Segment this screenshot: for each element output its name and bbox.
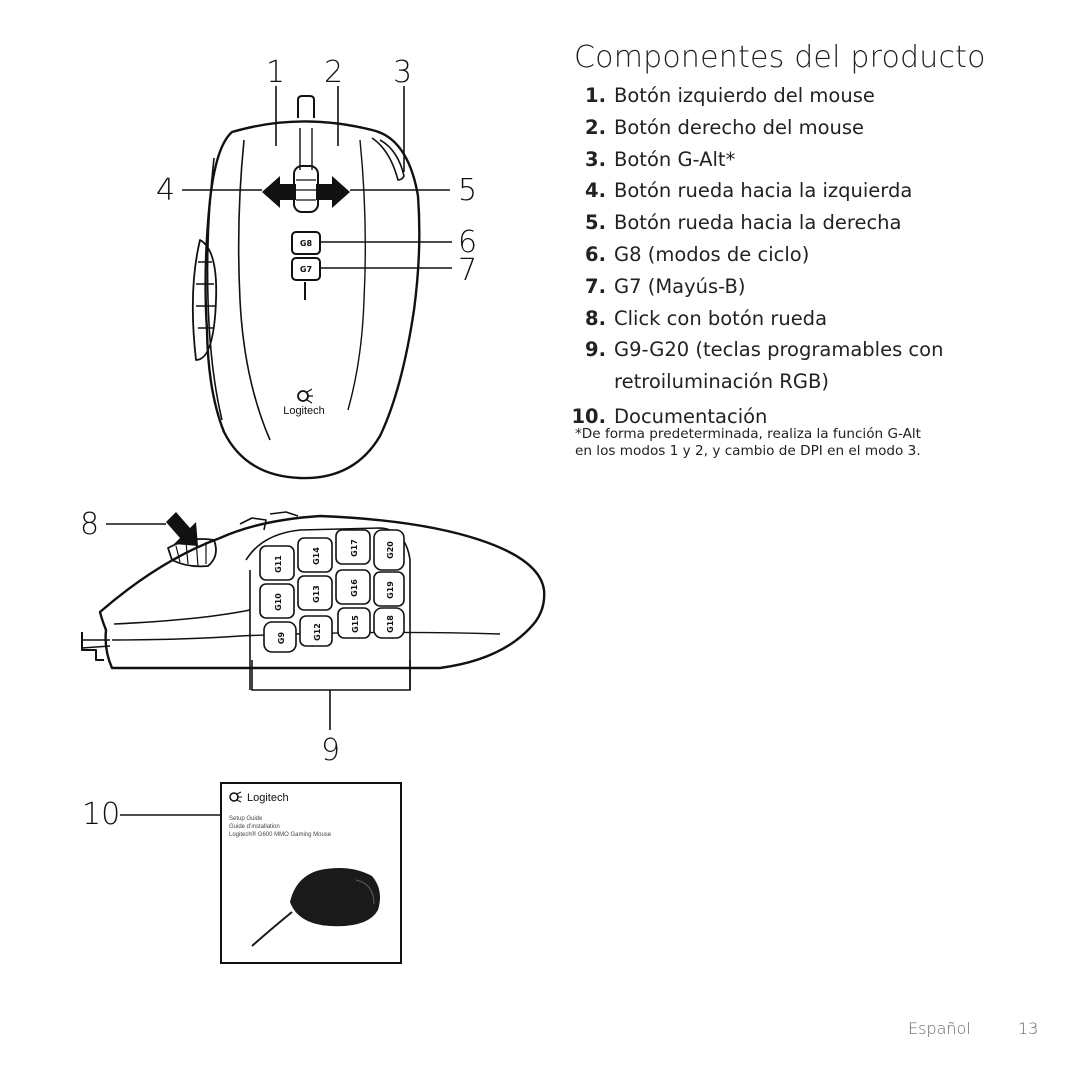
callout-leader-lines xyxy=(182,86,452,269)
booklet-line-2: Guide d’installation xyxy=(229,824,280,830)
key-g10: G10 xyxy=(274,593,283,611)
item-text: Botón G-Alt* xyxy=(614,147,736,171)
tilt-right-arrow xyxy=(316,176,350,208)
mouse-side-view xyxy=(81,511,546,690)
list-item: 8. Click con botón rueda xyxy=(570,303,1010,335)
mouse-top-view xyxy=(191,95,421,480)
list-item: 5. Botón rueda hacia la derecha xyxy=(570,207,1010,239)
callout-1: 1 xyxy=(266,55,286,90)
footnote-line-1: *De forma predeterminada, realiza la fun… xyxy=(575,426,921,442)
key-g15: G15 xyxy=(351,615,360,633)
booklet-line-3: Logitech® G600 MMO Gaming Mouse xyxy=(229,831,332,838)
key-g18: G18 xyxy=(386,615,395,633)
booklet-mouse-image xyxy=(290,868,380,927)
item-number: 4. xyxy=(585,179,606,203)
list-item: 6. G8 (modos de ciclo) xyxy=(570,239,1010,271)
side-keys-labels: G11 G14 G17 G20 G10 G13 G16 G19 G9 G12 G… xyxy=(274,539,395,644)
callout-6: 6 xyxy=(458,225,478,260)
item-number: 6. xyxy=(585,242,606,266)
list-item: 10. Documentación xyxy=(570,401,1010,433)
side-keys-grid xyxy=(259,529,405,653)
item-number: 10. xyxy=(571,404,606,428)
key-g19: G19 xyxy=(386,581,395,599)
list-item: 2. Botón derecho del mouse xyxy=(570,112,1010,144)
list-item: 3. Botón G-Alt* xyxy=(570,144,1010,176)
item-number: 3. xyxy=(585,147,606,171)
callout-5: 5 xyxy=(458,173,478,208)
callout-4: 4 xyxy=(156,173,176,208)
item-text: Botón izquierdo del mouse xyxy=(614,84,875,107)
documentation-booklet: Logitech Setup Guide Guide d’installatio… xyxy=(120,782,402,964)
item-text: G8 (modos de ciclo) xyxy=(614,242,810,266)
logitech-logo-icon xyxy=(297,388,313,404)
key-g12: G12 xyxy=(313,623,322,641)
callout-9: 9 xyxy=(321,733,341,768)
key-g11: G11 xyxy=(274,555,283,573)
key-g13: G13 xyxy=(312,585,321,603)
g8-key-label: G8 xyxy=(300,239,313,248)
list-item: 9. G9-G20 (teclas programables con retroi… xyxy=(570,334,1010,398)
item-text: Click con botón rueda xyxy=(614,306,828,330)
list-item: 4. Botón rueda hacia la izquierda xyxy=(570,175,1010,207)
item-number: 9. xyxy=(585,338,606,362)
item-text: G9-G20 (teclas programables con retroilu… xyxy=(614,338,944,394)
key-g17: G17 xyxy=(350,539,359,557)
key-g20: G20 xyxy=(386,541,395,559)
tilt-left-arrow xyxy=(262,176,296,208)
item-text: Documentación xyxy=(614,404,768,428)
callout-10: 10 xyxy=(82,797,121,832)
footer-language: Español xyxy=(908,1019,971,1038)
key-g9: G9 xyxy=(277,632,286,645)
product-illustration: G8 G7 Logitech xyxy=(81,86,546,964)
callout-leader-lines-side xyxy=(106,523,411,730)
booklet-logo-icon xyxy=(229,791,242,803)
callout-8: 8 xyxy=(80,507,100,542)
callout-3: 3 xyxy=(393,55,413,90)
page-title: Componentes del producto xyxy=(574,40,986,75)
booklet-brand: Logitech xyxy=(247,792,289,804)
wheel-click-arrow xyxy=(166,512,198,546)
key-g14: G14 xyxy=(312,547,321,565)
page-number: 13 xyxy=(1018,1019,1039,1038)
item-text: Botón derecho del mouse xyxy=(614,115,865,139)
item-number: 1. xyxy=(585,84,606,107)
item-text: Botón rueda hacia la izquierda xyxy=(614,179,913,203)
item-text: Botón rueda hacia la derecha xyxy=(614,211,902,235)
callout-2: 2 xyxy=(324,55,344,90)
list-item: 1. Botón izquierdo del mouse xyxy=(570,80,1010,112)
booklet-line-1: Setup Guide xyxy=(229,816,263,822)
g7-key-label: G7 xyxy=(300,265,312,274)
footnote: *De forma predeterminada, realiza la fun… xyxy=(575,426,1005,460)
item-number: 7. xyxy=(585,274,606,298)
footnote-line-2: en los modos 1 y 2, y cambio de DPI en e… xyxy=(575,443,921,459)
key-g16: G16 xyxy=(350,579,359,597)
mouse-brand-label: Logitech xyxy=(283,405,325,417)
item-number: 8. xyxy=(585,306,606,330)
item-number: 2. xyxy=(585,115,606,139)
list-item: 7. G7 (Mayús-B) xyxy=(570,271,1010,303)
item-number: 5. xyxy=(585,211,606,235)
callout-7: 7 xyxy=(458,253,478,288)
item-text: G7 (Mayús-B) xyxy=(614,274,746,298)
components-list: 1. Botón izquierdo del mouse 2. Botón dere… xyxy=(570,80,1010,433)
